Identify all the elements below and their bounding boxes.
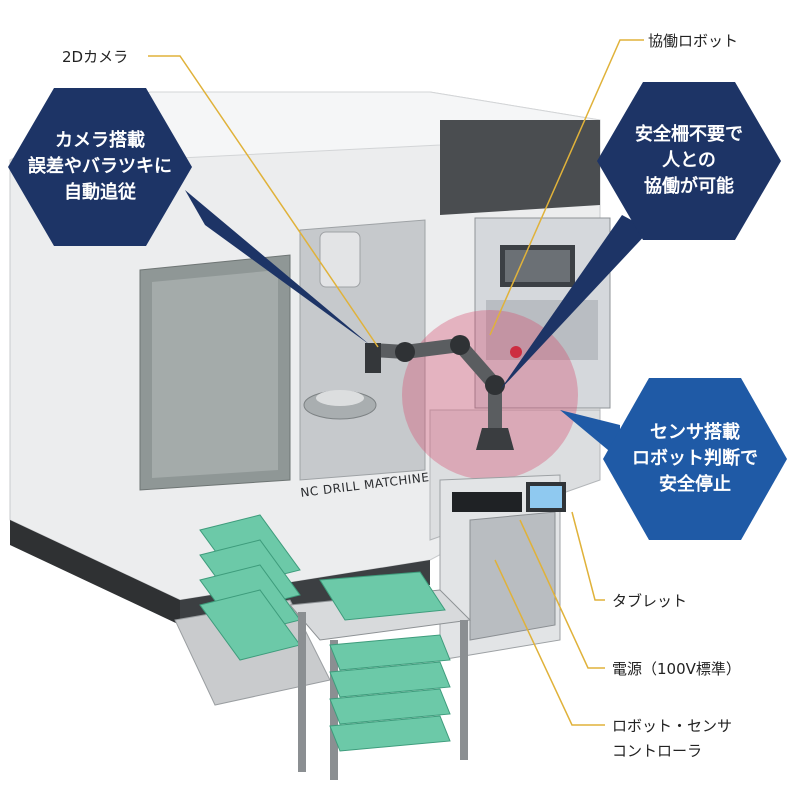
leader-lines [148, 39, 644, 726]
sensor-callout-line-3: 安全停止 [659, 474, 731, 495]
sensor-callout-line-2: ロボット判断で [632, 448, 758, 469]
safety-callout-line-1: 安全柵不要で [635, 124, 743, 145]
sensor-callout-line-1: センサ搭載 [650, 422, 740, 443]
tray-stack-left [174, 514, 331, 706]
safety-callout-line-2: 人との [662, 150, 716, 171]
cobot-label: 協働ロボット [648, 32, 739, 50]
sensor-callout: センサ搭載 ロボット判断で 安全停止 [603, 378, 787, 540]
camera-callout: カメラ搭載 誤差やバラツキに 自動追従 [8, 88, 192, 246]
controller-label-line-1: ロボット・センサ [612, 717, 733, 735]
power-label: 電源（100V標準） [612, 660, 741, 678]
controller-cart [439, 474, 566, 661]
camera-label: 2Dカメラ [62, 48, 129, 66]
safety-callout-line-3: 協働が可能 [644, 176, 734, 197]
safety-callout-pointer [500, 215, 650, 390]
camera-callout-line-2: 誤差やバラツキに [28, 156, 172, 177]
camera-callout-line-3: 自動追従 [64, 182, 136, 203]
tablet-label: タブレット [612, 592, 688, 610]
camera-callout-line-1: カメラ搭載 [55, 130, 145, 151]
sensor-callout-pointer [560, 410, 620, 460]
safety-callout: 安全柵不要で 人との 協働が可能 [597, 82, 781, 240]
controller-label-line-2: コントローラ [612, 742, 703, 760]
robot-arm [365, 335, 514, 450]
tray-stand-right [288, 571, 472, 780]
camera-callout-pointer [185, 190, 370, 345]
